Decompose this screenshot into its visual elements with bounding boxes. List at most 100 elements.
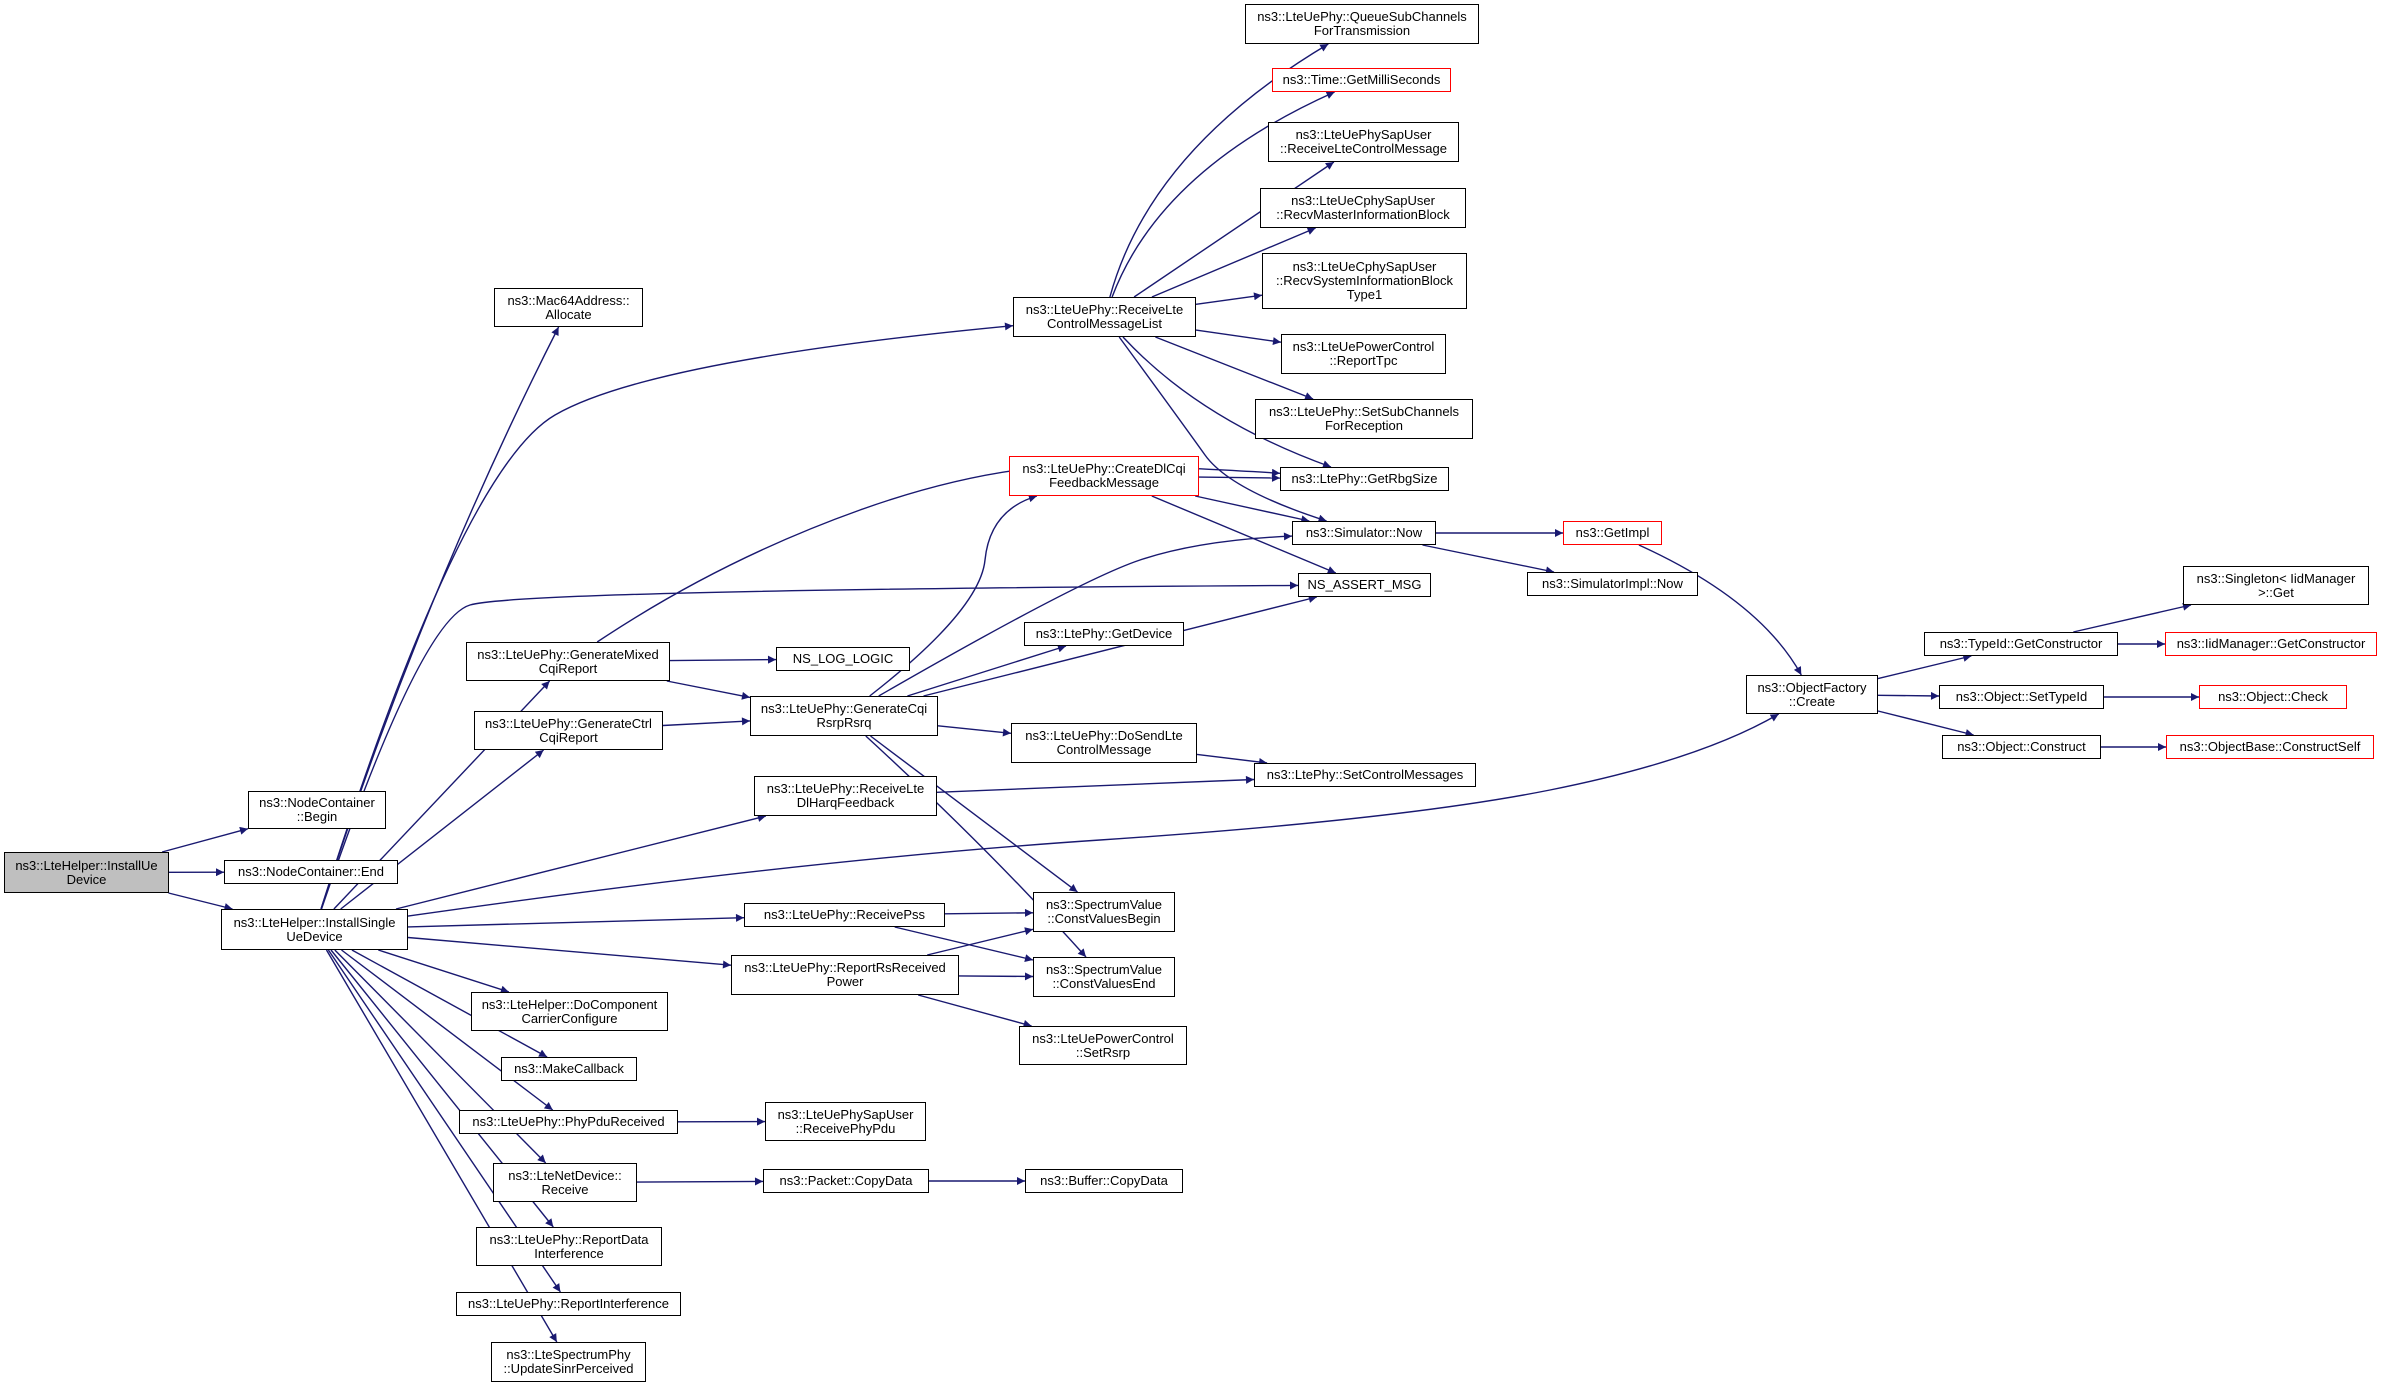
edge-installSingleUeDevice-to-receiveLteControlMessageList xyxy=(320,322,1014,910)
node-receiveLteControlMessage[interactable]: ns3::LteUePhySapUser ::ReceiveLteControl… xyxy=(1268,122,1459,162)
node-label: ns3::GetImpl xyxy=(1575,525,1650,540)
node-receivePss[interactable]: ns3::LteUePhy::ReceivePss xyxy=(744,903,945,927)
edge-receiveLteControlMessageList-to-timeGetMilliSeconds xyxy=(1111,91,1335,298)
edge-objectFactoryCreate-to-typeIdGetConstructor xyxy=(1877,653,1972,680)
node-objectSetTypeId[interactable]: ns3::Object::SetTypeId xyxy=(1939,685,2104,709)
node-lteUePowerControlSetRsrp[interactable]: ns3::LteUePowerControl ::SetRsrp xyxy=(1019,1026,1187,1065)
edge-generateCqiRsrpRsrq-to-simulatorNow xyxy=(878,532,1293,697)
edge-createDlCqiFeedback-to-simulatorNow xyxy=(1195,495,1310,524)
edge-receiveLteControlMessageList-to-reportTpc xyxy=(1195,329,1282,346)
node-reportDataInterference[interactable]: ns3::LteUePhy::ReportData Interference xyxy=(476,1227,662,1266)
node-queueSubChannels[interactable]: ns3::LteUePhy::QueueSubChannels ForTrans… xyxy=(1245,4,1479,44)
node-generateCtrlCqi[interactable]: ns3::LteUePhy::GenerateCtrl CqiReport xyxy=(474,711,663,750)
node-objectCheck[interactable]: ns3::Object::Check xyxy=(2199,685,2347,709)
node-doComponentCarrier[interactable]: ns3::LteHelper::DoComponent CarrierConfi… xyxy=(471,992,668,1031)
node-label: ns3::Buffer::CopyData xyxy=(1040,1173,1168,1188)
edge-installSingleUeDevice-to-receivePss xyxy=(407,913,745,928)
node-updateSinrPerceived[interactable]: ns3::LteSpectrumPhy ::UpdateSinrPerceive… xyxy=(491,1342,646,1382)
node-label: ns3::LteHelper::InstallSingle UeDevice xyxy=(233,914,396,944)
node-label: ns3::NodeContainer ::Begin xyxy=(259,795,375,824)
node-simulatorNow[interactable]: ns3::Simulator::Now xyxy=(1292,521,1436,545)
node-typeIdGetConstructor[interactable]: ns3::TypeId::GetConstructor xyxy=(1924,632,2118,656)
node-label: ns3::LteUeCphySapUser ::RecvSystemInform… xyxy=(1275,259,1453,302)
edge-createDlCqiFeedback-to-nsAssertMsg xyxy=(1151,495,1337,574)
node-nsLogLogic[interactable]: NS_LOG_LOGIC xyxy=(776,647,910,671)
node-label: ns3::IidManager::GetConstructor xyxy=(2176,636,2366,651)
node-installSingleUeDevice[interactable]: ns3::LteHelper::InstallSingle UeDevice xyxy=(221,909,408,950)
node-label: ns3::Simulator::Now xyxy=(1305,525,1423,540)
node-reportInterference[interactable]: ns3::LteUePhy::ReportInterference xyxy=(456,1292,681,1316)
node-lteNetDeviceReceive[interactable]: ns3::LteNetDevice:: Receive xyxy=(493,1163,637,1202)
node-label: ns3::LteUePhy::ReceiveLte DlHarqFeedback xyxy=(766,781,925,810)
node-bufferCopyData[interactable]: ns3::Buffer::CopyData xyxy=(1025,1169,1183,1193)
edge-reportRsReceivedPower-to-lteUePowerControlSetRsrp xyxy=(918,994,1032,1028)
edge-receiveLteDlHarq-to-setControlMessages xyxy=(936,775,1255,793)
edge-installSingleUeDevice-to-updateSinrPerceived xyxy=(325,949,558,1343)
node-packetCopyData[interactable]: ns3::Packet::CopyData xyxy=(763,1169,929,1193)
node-label: ns3::LteUePhy::GenerateMixed CqiReport xyxy=(477,646,659,676)
node-recvMasterInformationBlock[interactable]: ns3::LteUeCphySapUser ::RecvMasterInform… xyxy=(1260,188,1466,228)
edge-generateCqiRsrpRsrq-to-constValuesBegin xyxy=(870,735,1078,893)
node-constValuesEnd[interactable]: ns3::SpectrumValue ::ConstValuesEnd xyxy=(1033,957,1175,997)
node-simulatorImplNow[interactable]: ns3::SimulatorImpl::Now xyxy=(1527,572,1698,596)
edge-objectFactoryCreate-to-objectSetTypeId xyxy=(1877,691,1940,700)
edge-generateMixedCqi-to-nsLogLogic xyxy=(669,655,777,664)
node-generateMixedCqi[interactable]: ns3::LteUePhy::GenerateMixed CqiReport xyxy=(466,642,670,681)
node-getImpl[interactable]: ns3::GetImpl xyxy=(1563,521,1662,545)
node-makeCallback[interactable]: ns3::MakeCallback xyxy=(501,1057,637,1081)
edge-installSingleUeDevice-to-nsAssertMsg xyxy=(320,581,1299,910)
edge-receiveLteControlMessageList-to-recvSystemInformationBlock xyxy=(1195,292,1263,305)
edge-installSingleUeDevice-to-doComponentCarrier xyxy=(378,949,510,994)
node-label: ns3::Mac64Address:: Allocate xyxy=(507,292,630,322)
node-objectConstruct[interactable]: ns3::Object::Construct xyxy=(1942,735,2101,759)
node-reportRsReceivedPower[interactable]: ns3::LteUePhy::ReportRsReceived Power xyxy=(731,955,959,995)
edge-installUeDevice-to-installSingleUeDevice xyxy=(168,892,233,911)
edge-installSingleUeDevice-to-reportRsReceivedPower xyxy=(407,936,732,969)
node-label: ns3::MakeCallback xyxy=(514,1061,624,1076)
node-mac64Allocate[interactable]: ns3::Mac64Address:: Allocate xyxy=(494,288,643,327)
node-doSendLteControlMessage[interactable]: ns3::LteUePhy::DoSendLte ControlMessage xyxy=(1011,723,1197,763)
node-label: ns3::LteUePhy::ReportData Interference xyxy=(489,1231,649,1261)
node-label: ns3::LteUePhy::QueueSubChannels ForTrans… xyxy=(1257,9,1467,38)
edge-generateCqiRsrpRsrq-to-createDlCqiFeedback xyxy=(869,494,1038,697)
node-label: ns3::LteNetDevice:: Receive xyxy=(508,1167,622,1197)
node-getRbgSize[interactable]: ns3::LtePhy::GetRbgSize xyxy=(1280,467,1449,491)
node-label: ns3::LteUePhy::CreateDlCqi FeedbackMessa… xyxy=(1022,461,1186,490)
edge-generateCqiRsrpRsrq-to-nsAssertMsg xyxy=(923,595,1317,697)
node-label: ns3::ObjectBase::ConstructSelf xyxy=(2179,739,2361,754)
node-receiveLteDlHarq[interactable]: ns3::LteUePhy::ReceiveLte DlHarqFeedback xyxy=(754,776,937,816)
node-ncBegin[interactable]: ns3::NodeContainer ::Begin xyxy=(248,791,386,829)
edge-generateCqiRsrpRsrq-to-ltePhyGetDevice xyxy=(907,644,1067,697)
node-receiveLteControlMessageList[interactable]: ns3::LteUePhy::ReceiveLte ControlMessage… xyxy=(1013,297,1196,337)
node-objectFactoryCreate[interactable]: ns3::ObjectFactory ::Create xyxy=(1746,675,1878,714)
node-label: NS_LOG_LOGIC xyxy=(792,651,894,666)
node-label: ns3::TypeId::GetConstructor xyxy=(1939,636,2103,651)
node-createDlCqiFeedback[interactable]: ns3::LteUePhy::CreateDlCqi FeedbackMessa… xyxy=(1009,456,1199,496)
node-objectBaseConstructSelf[interactable]: ns3::ObjectBase::ConstructSelf xyxy=(2166,735,2374,759)
node-singletonGet[interactable]: ns3::Singleton< IidManager >::Get xyxy=(2183,566,2369,605)
node-label: ns3::Object::SetTypeId xyxy=(1955,689,2088,704)
node-label: ns3::LteHelper::InstallUe Device xyxy=(15,857,158,887)
node-receivePhyPdu[interactable]: ns3::LteUePhySapUser ::ReceivePhyPdu xyxy=(765,1102,926,1141)
node-setSubChannelsForReception[interactable]: ns3::LteUePhy::SetSubChannels ForRecepti… xyxy=(1255,399,1473,439)
edge-installSingleUeDevice-to-receiveLteDlHarq xyxy=(395,814,767,910)
node-iidManagerGetConstructor[interactable]: ns3::IidManager::GetConstructor xyxy=(2165,632,2377,656)
node-label: ns3::SimulatorImpl::Now xyxy=(1542,576,1683,591)
node-timeGetMilliSeconds[interactable]: ns3::Time::GetMilliSeconds xyxy=(1272,68,1451,92)
edge-reportRsReceivedPower-to-constValuesBegin xyxy=(927,927,1034,956)
node-recvSystemInformationBlock[interactable]: ns3::LteUeCphySapUser ::RecvSystemInform… xyxy=(1262,253,1467,309)
edge-installSingleUeDevice-to-phyPduReceived xyxy=(341,949,554,1111)
node-ltePhyGetDevice[interactable]: ns3::LtePhy::GetDevice xyxy=(1024,622,1184,646)
node-constValuesBegin[interactable]: ns3::SpectrumValue ::ConstValuesBegin xyxy=(1033,892,1175,932)
edge-generateMixedCqi-to-generateCqiRsrpRsrq xyxy=(666,680,751,700)
node-nsAssertMsg[interactable]: NS_ASSERT_MSG xyxy=(1298,573,1431,597)
node-setControlMessages[interactable]: ns3::LtePhy::SetControlMessages xyxy=(1254,763,1476,787)
node-phyPduReceived[interactable]: ns3::LteUePhy::PhyPduReceived xyxy=(459,1110,678,1134)
node-ncEnd[interactable]: ns3::NodeContainer::End xyxy=(224,860,398,884)
node-label: ns3::LteUePhy::ReportInterference xyxy=(468,1296,669,1311)
node-generateCqiRsrpRsrq[interactable]: ns3::LteUePhy::GenerateCqi RsrpRsrq xyxy=(750,696,938,736)
edge-typeIdGetConstructor-to-singletonGet xyxy=(2073,602,2192,633)
node-label: ns3::NodeContainer::End xyxy=(238,864,384,879)
node-reportTpc[interactable]: ns3::LteUePowerControl ::ReportTpc xyxy=(1281,334,1446,374)
